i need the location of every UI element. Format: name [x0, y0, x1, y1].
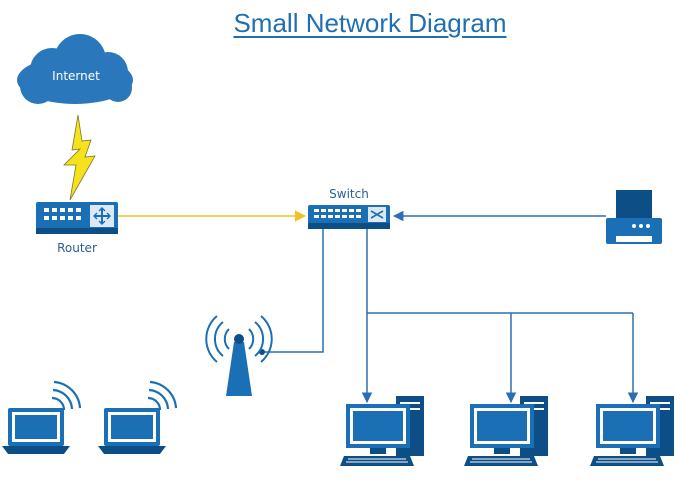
switch-label: Switch [329, 187, 369, 201]
router[interactable]: Router [36, 202, 118, 255]
switch-desktop-bus [366, 229, 633, 314]
switch-access-point-link [262, 229, 324, 353]
desktop-3[interactable] [590, 396, 674, 466]
internet-cloud: Internet [17, 34, 133, 104]
desktop-computer-icon [464, 396, 548, 466]
router-label: Router [57, 241, 97, 255]
desktop-computer-icon [590, 396, 674, 466]
router-icon [36, 202, 118, 234]
desktop-2[interactable] [464, 396, 548, 466]
switch[interactable]: Switch [308, 187, 390, 229]
diagram-title: Small Network Diagram [233, 8, 507, 38]
laptop-2[interactable] [98, 380, 178, 454]
laptop-wifi-icon [98, 380, 178, 454]
access-point[interactable] [205, 315, 273, 396]
internet-label: Internet [52, 69, 100, 83]
wireless-access-point-icon [205, 315, 273, 396]
lightning-bolt-icon [63, 114, 96, 201]
printer-icon [606, 190, 662, 244]
switch-icon [308, 205, 390, 229]
desktop-computer-icon [340, 396, 424, 466]
desktop-1[interactable] [340, 396, 424, 466]
printer[interactable] [606, 190, 662, 244]
laptop-1[interactable] [2, 380, 82, 454]
laptop-wifi-icon [2, 380, 82, 454]
cloud-icon [17, 34, 133, 104]
